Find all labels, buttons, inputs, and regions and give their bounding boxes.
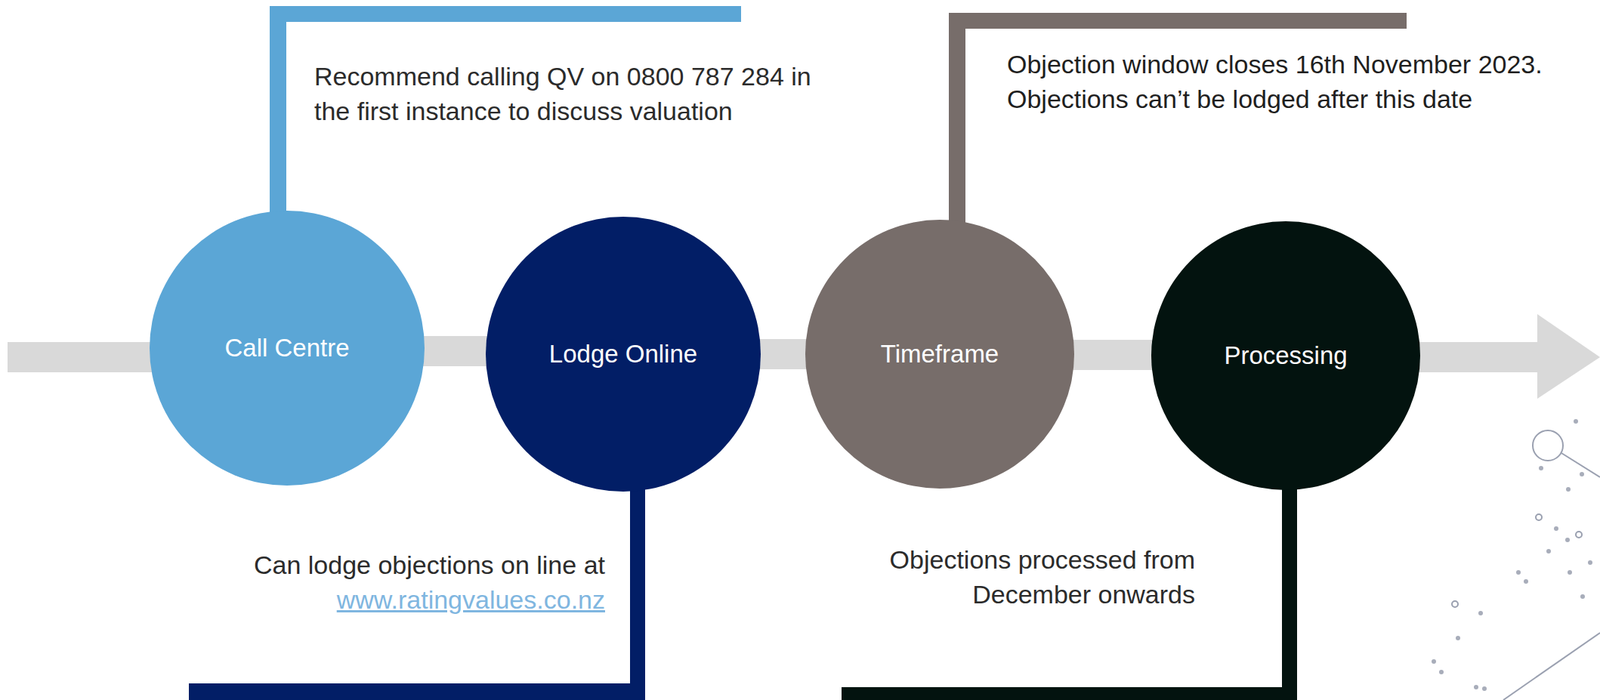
step-circle: Timeframe: [805, 219, 1075, 489]
leader-line: [1281, 483, 1298, 700]
leader-line: [841, 687, 1298, 700]
connector-line: [757, 339, 809, 370]
link-text: www.ratingvalues.co.nz: [121, 582, 606, 618]
leader-line: [269, 6, 287, 218]
callout-text: Objection window closes 16th November 20…: [1006, 46, 1589, 117]
network-decoration: [1451, 430, 1600, 700]
leader-line: [269, 6, 742, 22]
leader-line: [948, 12, 1407, 29]
step-label: Timeframe: [880, 339, 999, 369]
timeline-connector: [1071, 355, 1155, 356]
connector-line: [1071, 339, 1155, 371]
leader-line: [188, 683, 646, 700]
timeline-arrowhead: [1537, 314, 1600, 399]
dots: [1431, 419, 1593, 692]
step-label: Call Centre: [224, 333, 350, 363]
connector-line: [421, 336, 489, 367]
callout-text: Objections processed from December onwar…: [840, 542, 1196, 612]
step-circle: Lodge Online: [485, 216, 761, 492]
step-label: Processing: [1223, 341, 1347, 371]
callout-text: Recommend calling QV on 0800 787 284 in …: [314, 58, 844, 129]
timeline-end: [1412, 342, 1542, 373]
leader-line: [630, 483, 646, 700]
timeline-connector: [757, 354, 809, 356]
step-label: Lodge Online: [549, 339, 698, 369]
leader-line: [948, 12, 966, 225]
timeline-tail: [7, 342, 159, 373]
step-circle: Call Centre: [149, 210, 425, 486]
callout-text: Can lodge objections on line at: [121, 547, 606, 583]
step-circle: Processing: [1151, 221, 1421, 491]
timeline-connector: [421, 351, 489, 353]
